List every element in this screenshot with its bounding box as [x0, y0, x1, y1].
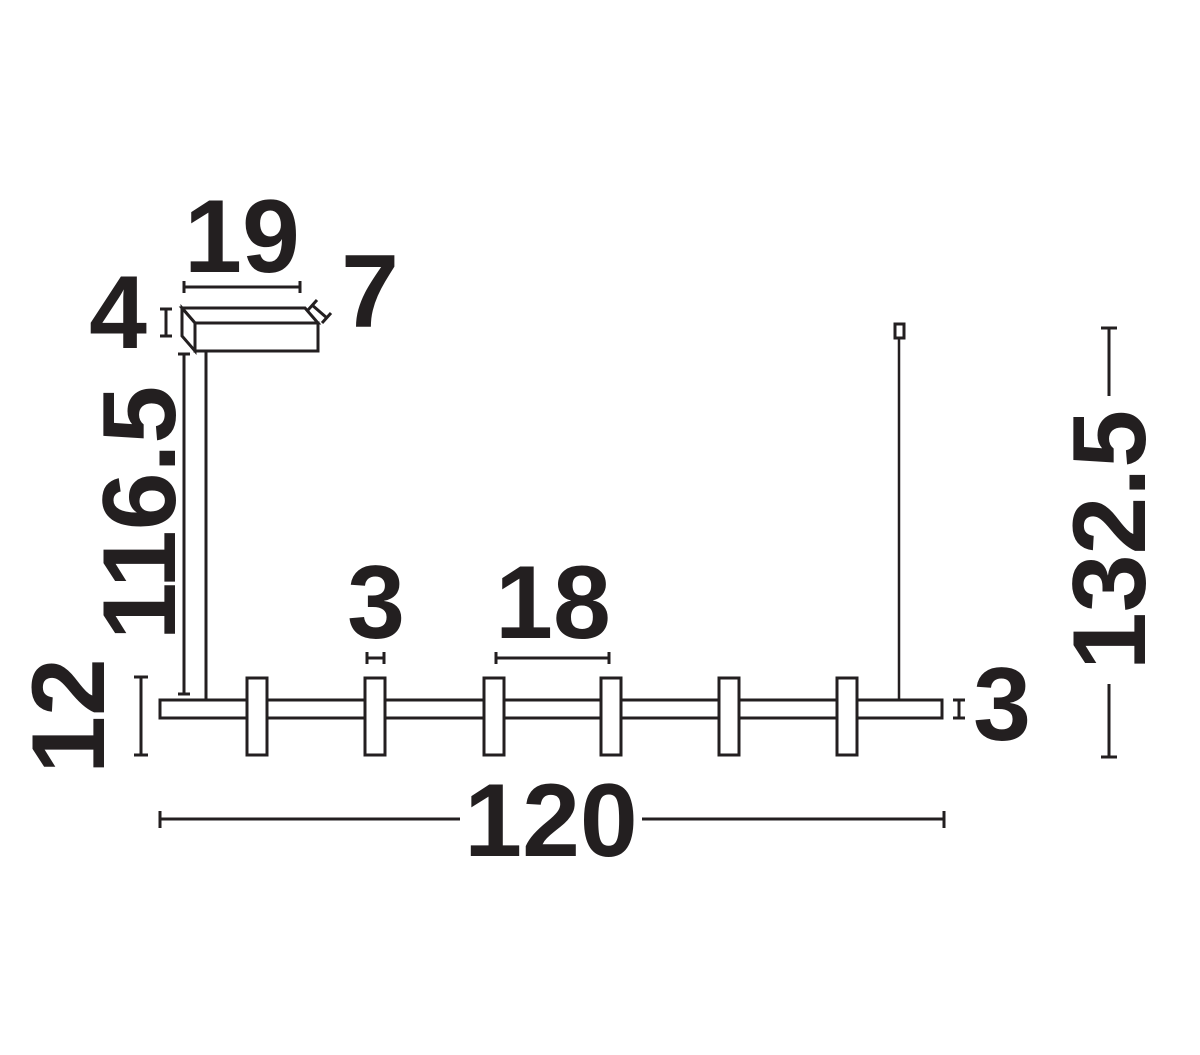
dim-line-lamp-spacing	[494, 652, 611, 664]
dim-line-lamp-width	[365, 652, 386, 664]
label-lamp-width: 3	[347, 545, 405, 661]
dim-line-total-length	[158, 811, 946, 828]
label-lamp-height: 12	[11, 658, 127, 774]
lamp-head	[717, 676, 741, 757]
label-canopy-height: 4	[89, 255, 147, 371]
label-bar-height: 3	[973, 647, 1031, 763]
dim-line-bar-height	[953, 698, 965, 720]
dim-line-canopy-height	[160, 307, 172, 338]
dim-line-total-height	[1101, 326, 1117, 759]
lamp-heads	[245, 676, 859, 757]
dim-line-suspension	[178, 352, 190, 696]
dim-line-lamp-height	[134, 675, 148, 757]
lamp-head	[599, 676, 623, 757]
lamp-head	[835, 676, 859, 757]
canopy	[178, 303, 322, 356]
label-canopy-depth: 7	[341, 234, 399, 350]
lamp-head	[245, 676, 269, 757]
dim-line-canopy-width	[182, 281, 302, 293]
rod-connector	[893, 322, 906, 340]
dim-line-canopy-depth	[306, 298, 333, 325]
label-total-height: 132.5	[1052, 410, 1168, 670]
label-total-length: 120	[464, 763, 638, 879]
lamp-head	[482, 676, 506, 757]
label-suspension-length: 116.5	[82, 386, 198, 641]
lamp-head	[363, 676, 387, 757]
label-lamp-spacing: 18	[495, 545, 611, 661]
label-canopy-width: 19	[184, 179, 300, 295]
lamp-bar	[158, 698, 944, 720]
